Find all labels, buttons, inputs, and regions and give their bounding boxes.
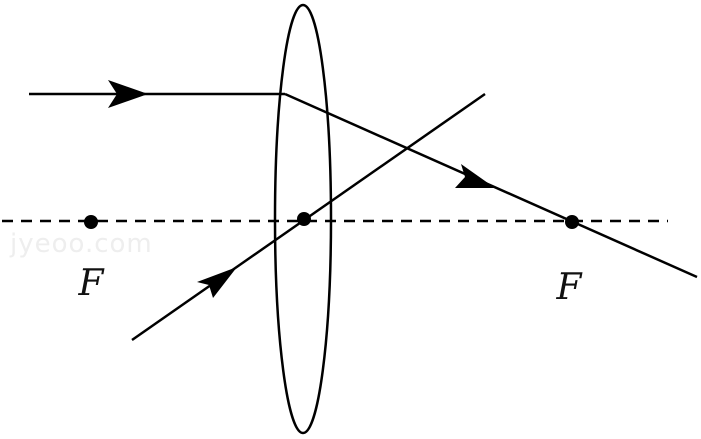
watermark: jyeoo.com (9, 229, 153, 259)
refracted-ray-arrowhead (455, 164, 495, 188)
incident-ray-arrowhead (108, 80, 148, 108)
central-ray-arrowhead (197, 267, 237, 298)
left-focal-label: F (78, 263, 106, 304)
right-focal-label: F (556, 267, 584, 308)
left-focal-point (84, 215, 98, 229)
convex-lens (273, 3, 333, 435)
optical-center-point (297, 212, 311, 226)
right-focal-point (565, 215, 579, 229)
